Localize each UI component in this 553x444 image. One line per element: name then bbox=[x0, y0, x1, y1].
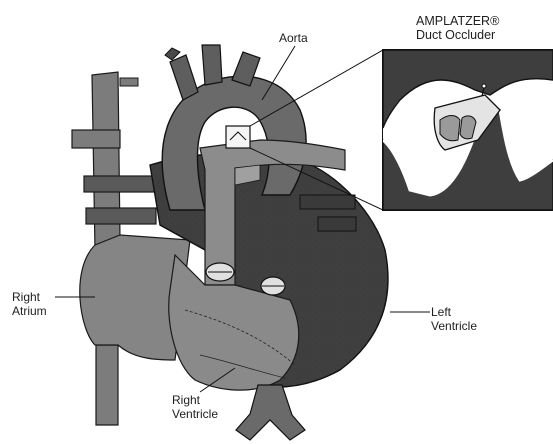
left-ventricle-label-line2: Ventricle bbox=[431, 319, 477, 333]
aorta-label: Aorta bbox=[279, 31, 308, 45]
occluder-inset bbox=[383, 50, 553, 210]
occluder-location-marker bbox=[226, 126, 250, 148]
right-atrium-label-line1: Right bbox=[12, 290, 40, 304]
occluder-label-line2: Duct Occluder bbox=[416, 28, 495, 42]
occluder-label-line1: AMPLATZER® bbox=[416, 14, 499, 28]
right-ventricle-label-line2: Ventricle bbox=[172, 407, 218, 421]
descending-aorta bbox=[236, 385, 305, 440]
right-atrium-label-line2: Atrium bbox=[12, 304, 47, 318]
left-ventricle-label-line1: Left bbox=[431, 305, 451, 319]
right-ventricle-label-line1: Right bbox=[172, 393, 200, 407]
